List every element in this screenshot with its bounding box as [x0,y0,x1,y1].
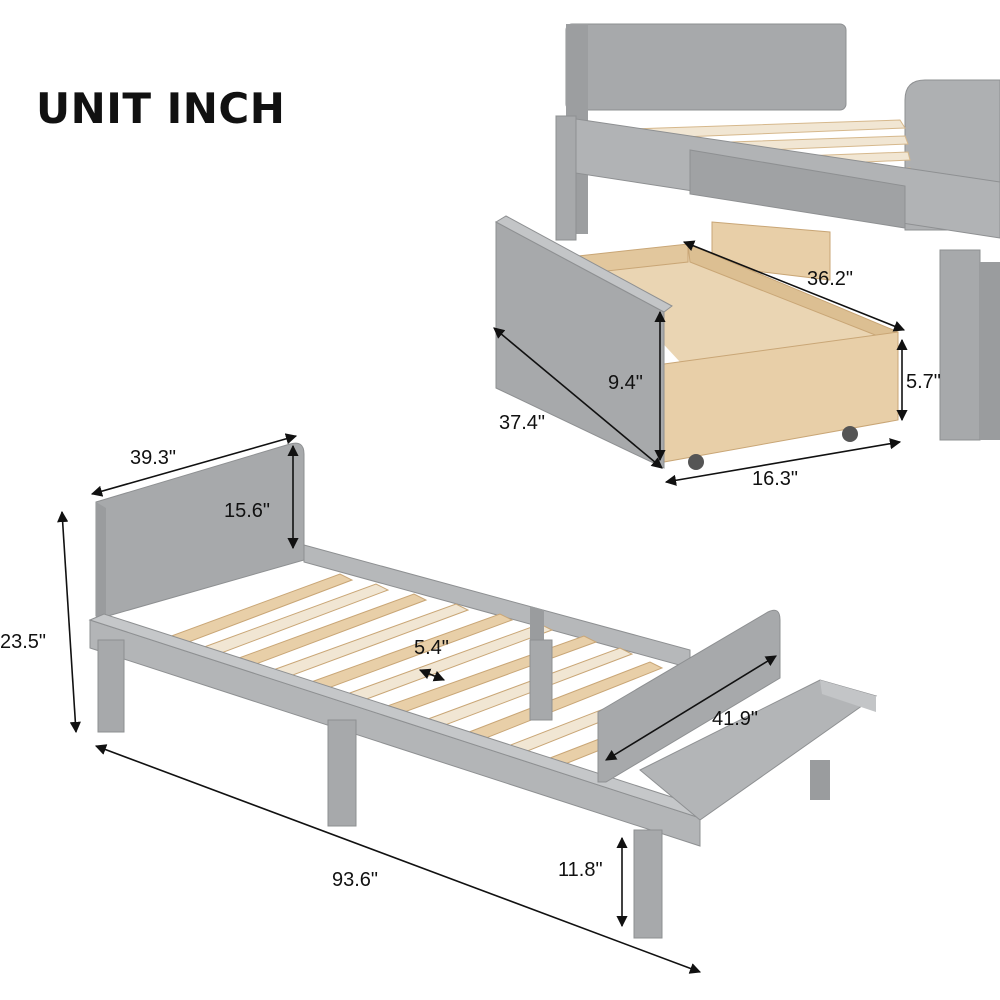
main-leg-foot-2 [810,760,830,800]
main-leg-foot [633,829,663,939]
inset-bed-with-drawer [494,23,1000,470]
main-leg-head [97,639,125,733]
label-drawer-front-height: 9.4" [608,372,643,394]
dim-line-overall-length [94,744,702,974]
main-back-leg [529,639,553,721]
drawer-wheel-2 [842,426,858,442]
dim-line-slat-gap [418,668,446,682]
label-headboard-width: 39.3" [130,447,177,469]
label-drawer-width: 16.3" [752,468,799,490]
inset-front-post [555,115,577,241]
inset-drawer [494,215,899,470]
main-headboard [95,442,305,617]
inset-rear-leg [939,249,981,441]
dim-line-drawer-width [664,438,902,486]
main-bed [88,442,878,939]
dimension-lines [57,240,908,974]
dim-line-drawer-length [682,240,906,332]
label-headboard-height: 15.6" [224,500,271,522]
dim-line-drawer-depth [493,327,663,469]
drawer-wheel-1 [688,454,704,470]
inset-rear-leg-2 [980,262,1000,440]
inset-drawer-opening-box [689,149,906,229]
dim-line-headboard-width [90,433,298,497]
label-slat-gap: 5.4" [414,637,449,659]
main-shelf-lip [820,680,876,712]
label-overall-length: 93.6" [332,869,379,891]
unit-title: UNIT INCH [36,84,286,133]
label-total-height: 23.5" [0,631,47,653]
inset-headboard [565,23,847,111]
label-clearance: 11.8" [558,859,603,881]
main-leg-middle [327,719,357,827]
label-drawer-side-height: 5.7" [906,371,941,393]
drawer-front-top [494,215,673,313]
main-headboard-side [96,502,106,618]
label-drawer-length: 36.2" [807,268,854,290]
label-footboard-width: 41.9" [712,708,759,730]
label-drawer-depth: 37.4" [499,412,546,434]
dim-line-total-height [57,510,81,734]
dim-line-footboard-width [605,655,777,761]
